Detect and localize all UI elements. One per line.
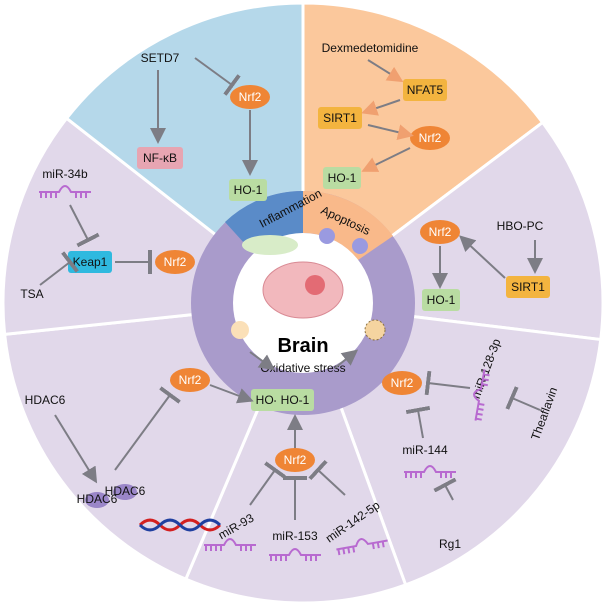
mirna-icon bbox=[204, 538, 256, 551]
nrf2-label: Nrf2 bbox=[429, 225, 452, 239]
node-label: Rg1 bbox=[439, 537, 461, 551]
apoptotic-cell-icon bbox=[352, 238, 368, 254]
inhibition-arrow bbox=[249, 461, 286, 506]
activation-arrow bbox=[367, 124, 414, 141]
node-label: HBO-PC bbox=[497, 219, 544, 233]
ho1-node-label: HO-1 bbox=[234, 183, 263, 197]
inhibition-arrow bbox=[308, 459, 346, 496]
sirt1-node bbox=[506, 276, 550, 298]
brain-icon bbox=[262, 261, 344, 319]
nrf2-node bbox=[420, 220, 460, 244]
inhibition-arrow bbox=[433, 477, 457, 501]
ho1-node-label: HO-1 bbox=[328, 171, 357, 185]
nrf2-node bbox=[410, 126, 450, 150]
cell-icon bbox=[231, 321, 249, 339]
cell-icon bbox=[319, 228, 335, 244]
activation-arrow bbox=[361, 99, 401, 116]
activation-arrow bbox=[459, 235, 506, 279]
oxidative-stress-label: Oxidative stress bbox=[260, 361, 345, 375]
inhibition-arrow bbox=[405, 405, 431, 439]
nrf2-label: Nrf2 bbox=[419, 131, 442, 145]
activation-arrow bbox=[367, 59, 404, 83]
sirt1-node bbox=[318, 107, 362, 129]
mirna-icon bbox=[269, 548, 321, 561]
mirna-icon bbox=[39, 185, 91, 198]
nfkb-node-label: NF-κB bbox=[143, 151, 177, 165]
ho1-node bbox=[229, 179, 267, 201]
ho1-node bbox=[276, 389, 314, 411]
node-label: Dexmedetomidine bbox=[322, 41, 419, 55]
dna-icon bbox=[138, 518, 222, 532]
nfkb-node bbox=[137, 147, 183, 169]
nfat5-node bbox=[403, 79, 447, 101]
nrf2-node bbox=[382, 371, 422, 395]
ho1-node bbox=[323, 167, 361, 189]
sirt1-node-label: SIRT1 bbox=[511, 280, 545, 294]
cell-icon bbox=[242, 235, 298, 255]
node-label: HDAC6 bbox=[25, 393, 66, 407]
nrf2-node bbox=[170, 368, 210, 392]
hdac6-protein-icon bbox=[85, 492, 109, 508]
activation-arrow bbox=[209, 384, 254, 404]
hdac6-protein-label: HDAC6 bbox=[77, 492, 118, 506]
ho1-node-label: HO-1 bbox=[281, 393, 310, 407]
ho1-node bbox=[422, 289, 460, 311]
ho1-node-label: HO-1 bbox=[427, 293, 456, 307]
node-label: miR-34b bbox=[42, 167, 88, 181]
nrf2-label: Nrf2 bbox=[239, 90, 262, 104]
mirna-icon bbox=[336, 538, 388, 556]
nrf2-node bbox=[155, 250, 195, 274]
activation-arrow bbox=[361, 147, 411, 172]
nrf2-label: Nrf2 bbox=[179, 373, 202, 387]
node-label: miR-153 bbox=[272, 529, 318, 543]
inhibition-arrow bbox=[505, 386, 541, 411]
inflammation-inner bbox=[225, 190, 303, 255]
activation-arrow bbox=[54, 414, 98, 484]
node-label: SETD7 bbox=[141, 51, 180, 65]
apoptosis-inner bbox=[303, 190, 393, 260]
keap1-node-label: Keap1 bbox=[73, 255, 108, 269]
inhibition-arrow bbox=[194, 57, 241, 96]
inhibition-arrow bbox=[114, 386, 181, 471]
inhibition-arrow bbox=[39, 251, 79, 286]
keap1-node bbox=[68, 251, 112, 273]
sirt1-node-label: SIRT1 bbox=[323, 111, 357, 125]
brain-title: Brain bbox=[277, 335, 328, 357]
nrf2-label: Nrf2 bbox=[164, 255, 187, 269]
hdac6-protein-icon bbox=[113, 484, 137, 500]
mirna-icon bbox=[404, 465, 456, 478]
nrf2-label: Nrf2 bbox=[284, 453, 307, 467]
inhibition-arrow bbox=[69, 204, 100, 248]
damaged-cell-icon bbox=[364, 319, 386, 341]
hdac6-protein-label: HDAC6 bbox=[105, 484, 146, 498]
nrf2-label: Nrf2 bbox=[391, 376, 414, 390]
mirna-icon bbox=[473, 369, 490, 421]
node-label: TSA bbox=[20, 287, 43, 301]
lesion-icon bbox=[305, 275, 325, 295]
nfat5-node-label: NFAT5 bbox=[407, 83, 444, 97]
inhibition-arrow bbox=[424, 370, 471, 396]
node-label: miR-144 bbox=[402, 443, 448, 457]
